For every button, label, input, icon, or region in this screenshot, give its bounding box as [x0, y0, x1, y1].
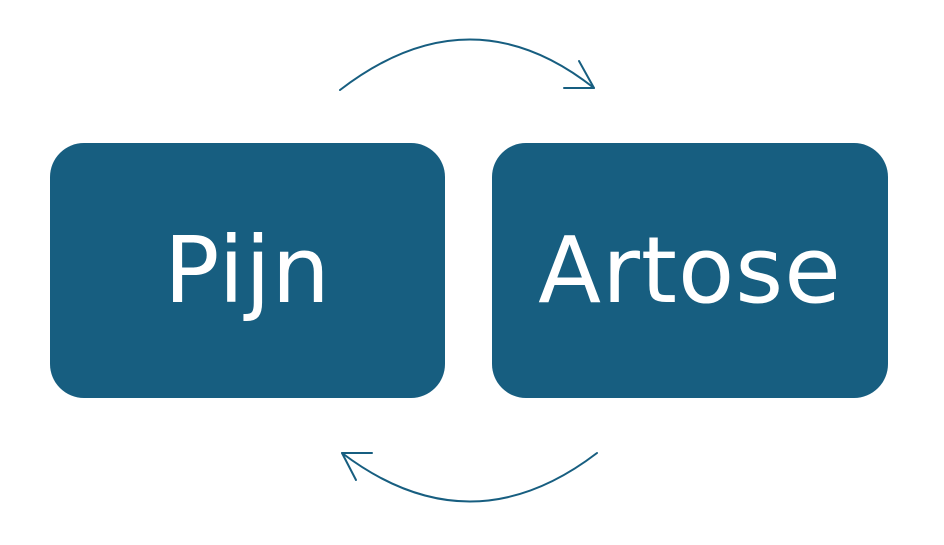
node-artose-label: Artose — [538, 216, 842, 324]
node-artose: Artose — [492, 143, 888, 398]
arrow-bottom-curve — [341, 452, 598, 503]
node-pijn-label: Pijn — [164, 216, 331, 324]
arrow-top-curve — [339, 38, 595, 91]
arrow-bottom — [341, 452, 598, 503]
node-pijn: Pijn — [50, 143, 445, 398]
arrow-bottom-head — [341, 452, 373, 481]
arrow-top-head — [563, 60, 595, 89]
arrow-top — [339, 38, 595, 91]
